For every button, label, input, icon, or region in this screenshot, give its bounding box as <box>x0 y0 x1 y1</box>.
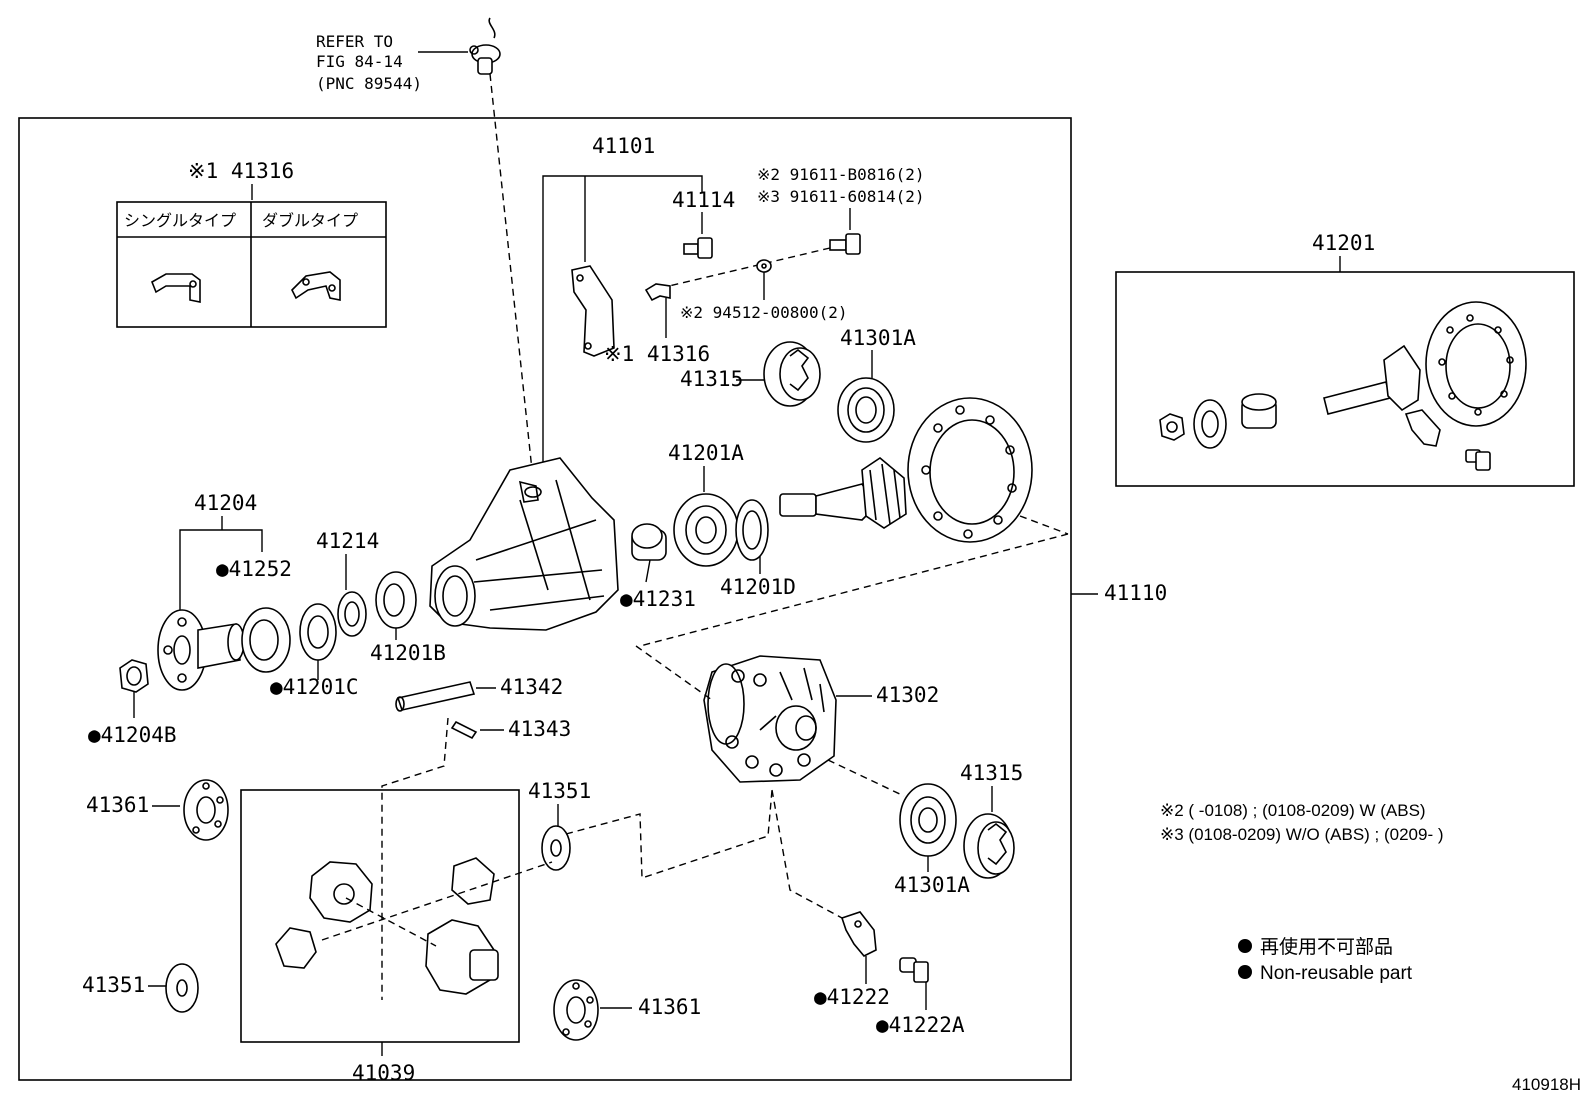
legend: 再使用不可部品 Non-reusable part <box>1238 936 1413 984</box>
spacer-41231-icon <box>631 523 667 561</box>
inset-bolt-icon <box>1465 449 1491 471</box>
label-41301a-bottom: 41301A <box>894 873 970 897</box>
bolt-41222a-icon <box>899 957 929 983</box>
inset-ring-gear-icon <box>1425 301 1527 427</box>
label-41252: ●41252 <box>216 557 292 581</box>
bearing-41201a-icon <box>673 493 739 567</box>
thrust-washer-41361-top-icon <box>183 779 229 841</box>
inset-41201: 41201 <box>1115 231 1575 487</box>
note-2: ※2 ( -0108) ; (0108-0209) W (ABS) <box>1160 801 1426 820</box>
bearing-41301a-bottom-icon <box>899 783 957 857</box>
carrier-housing-icon <box>429 457 619 631</box>
label-41342: 41342 <box>500 675 563 699</box>
thrust-washer-41351-upper-icon <box>541 825 571 871</box>
label-41361-top: 41361 <box>86 793 149 817</box>
adjusting-nut-top-icon <box>763 341 821 407</box>
inset-41316: ※1 41316 シングルタイプ ダブルタイプ <box>116 159 387 328</box>
inset-41316-label: ※1 41316 <box>188 159 294 183</box>
label-41302: 41302 <box>876 683 939 707</box>
bearing-41301a-top-icon <box>837 377 895 443</box>
label-91611-b0816: ※2 91611-B0816(2) <box>757 165 925 184</box>
side-gear-right-icon <box>425 919 499 995</box>
label-41114: 41114 <box>672 188 735 212</box>
label-41204: 41204 <box>194 491 257 515</box>
bearing-41201b-icon <box>375 571 417 629</box>
bearing-cap-icon <box>571 265 615 357</box>
label-41351-lower: 41351 <box>82 973 145 997</box>
label-41351-upper: 41351 <box>528 779 591 803</box>
note-3: ※3 (0108-0209) W/O (ABS) ; (0209- ) <box>1160 825 1444 844</box>
refer-line3: (PNC 89544) <box>316 74 422 93</box>
bracket-41316-icon <box>644 283 671 302</box>
label-41214: 41214 <box>316 529 379 553</box>
bracket-single-icon <box>150 273 201 303</box>
washer-94512-icon <box>756 259 772 273</box>
label-91611-60814: ※3 91611-60814(2) <box>757 187 925 206</box>
label-41361-bottom: 41361 <box>638 995 701 1019</box>
label-41110: 41110 <box>1104 581 1167 605</box>
label-41222: ●41222 <box>814 985 890 1009</box>
inset-nut-icon <box>1159 413 1185 441</box>
inset-lock-plate-icon <box>1404 409 1441 447</box>
label-41343: 41343 <box>508 717 571 741</box>
bracket-double-icon <box>291 271 341 301</box>
col-double-type: ダブルタイプ <box>262 211 358 230</box>
pinion-gear-icon <box>451 857 495 905</box>
label-41201a: 41201A <box>668 441 744 465</box>
pinion-gear-left-icon <box>275 927 317 969</box>
deflector-41201c-icon <box>299 603 337 661</box>
label-41222a: ●41222A <box>876 1013 965 1037</box>
refer-block: REFER TO FIG 84-14 (PNC 89544) <box>316 17 533 471</box>
lock-plate-41222-icon <box>840 911 877 957</box>
label-41201: 41201 <box>1312 231 1375 255</box>
washer-41214-icon <box>337 591 367 637</box>
thrust-washer-41361-bottom-icon <box>553 979 599 1041</box>
refer-line2: FIG 84-14 <box>316 52 403 71</box>
bolt-91611-icon <box>829 233 861 255</box>
legend-jp: 再使用不可部品 <box>1260 936 1393 958</box>
label-41316: ※1 41316 <box>604 342 710 366</box>
inset-spacer-icon <box>1241 393 1277 429</box>
pinion-shaft-41342-icon <box>395 681 476 712</box>
label-94512: ※2 94512-00800(2) <box>680 303 848 322</box>
pin-41343-icon <box>450 720 478 740</box>
legend-dot-en <box>1238 965 1252 979</box>
refer-line1: REFER TO <box>316 32 393 51</box>
label-41315-bottom: 41315 <box>960 761 1023 785</box>
label-41201c: ●41201C <box>270 675 359 699</box>
side-gear-icon <box>309 861 373 923</box>
label-41315-top: 41315 <box>680 367 743 391</box>
inset-pinion-icon <box>1323 344 1421 415</box>
col-single-type: シングルタイプ <box>124 211 236 230</box>
label-41101: 41101 <box>592 134 655 158</box>
ring-gear-icon <box>907 397 1033 543</box>
label-41201b: 41201B <box>370 641 446 665</box>
nut-41204b-icon <box>119 659 149 693</box>
legend-dot-jp <box>1238 939 1252 953</box>
label-41204b: ●41204B <box>88 723 177 747</box>
drive-pinion-icon <box>779 457 907 529</box>
label-41301a-top: 41301A <box>840 326 916 350</box>
label-41231: ●41231 <box>620 587 696 611</box>
label-41039: 41039 <box>352 1061 415 1085</box>
main-frame <box>18 117 1072 1081</box>
differential-case-icon <box>703 655 837 783</box>
washer-41201d-icon <box>735 499 769 561</box>
legend-en: Non-reusable part <box>1260 963 1413 984</box>
adjusting-nut-bottom-icon <box>963 813 1015 879</box>
figure-code: 410918H <box>1512 1075 1581 1094</box>
thrust-washer-41351-lower-icon <box>165 963 199 1013</box>
companion-flange-icon <box>157 609 245 691</box>
carrier-group-41101: 41101 <box>429 134 703 631</box>
label-41201d: 41201D <box>720 575 796 599</box>
gear-kit-41039-box <box>240 789 553 1043</box>
speed-sensor-icon <box>469 17 501 75</box>
inset-bearing-icon <box>1193 399 1227 449</box>
oil-seal-41252-icon <box>241 607 291 673</box>
bolt-41114-icon <box>683 237 713 259</box>
